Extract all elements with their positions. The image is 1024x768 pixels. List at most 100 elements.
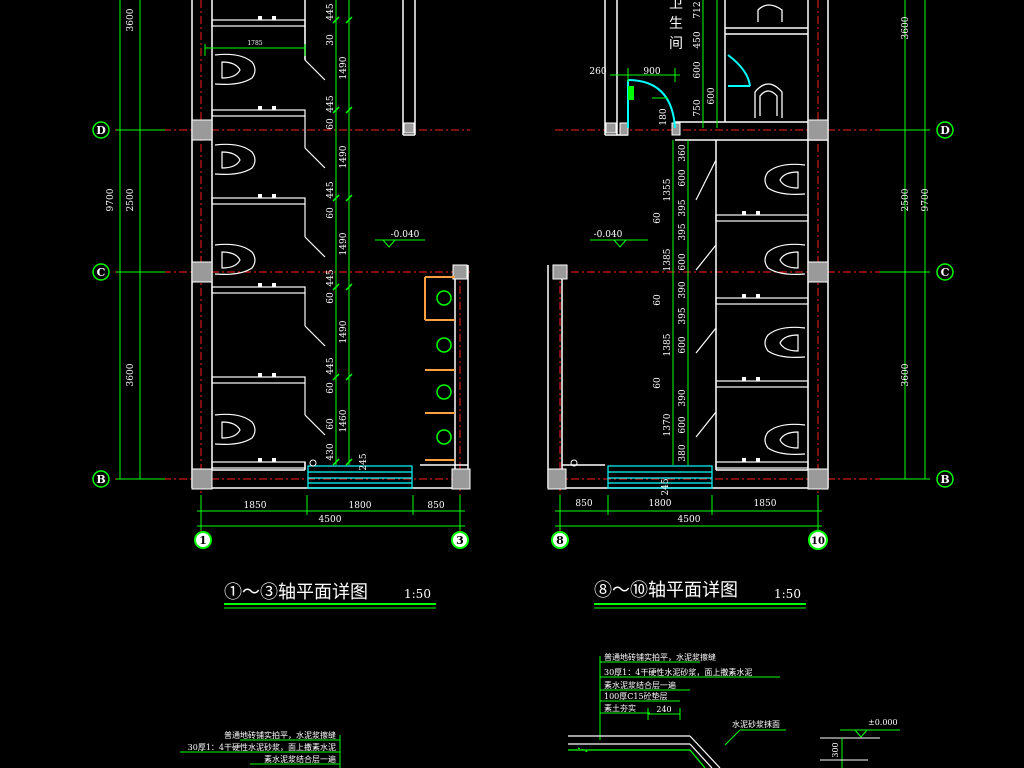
inner-dim-ticks-left	[332, 16, 353, 466]
bottom-dim-total-right: 4500	[678, 515, 701, 525]
note-left-2: 素水泥浆结合层一遍	[264, 754, 336, 764]
svg-text:10: 10	[811, 536, 825, 547]
door-swing	[627, 54, 751, 129]
inner-dim-lines-left	[335, 0, 350, 465]
svg-text:395: 395	[678, 223, 688, 240]
floor-drain-icon-right	[570, 459, 578, 467]
svg-text:D: D	[940, 124, 950, 137]
axis-bubble-C-right: C	[936, 263, 954, 281]
walls-right	[547, 0, 829, 489]
note-right-1: 30厚1：4干硬性水泥砂浆，面上撒素水泥	[604, 667, 752, 677]
plan-right: 3600 2500 3600 9700 D C B	[547, 0, 954, 609]
svg-text:B: B	[96, 473, 105, 486]
right-dimension-chain	[880, 0, 930, 480]
right-dim-3600-bottom: 3600	[901, 363, 911, 386]
plan-right-scale: 1:50	[774, 587, 801, 601]
level-text-left: -0.040	[391, 230, 420, 240]
svg-text:750: 750	[693, 99, 703, 116]
svg-text:712: 712	[693, 1, 703, 18]
plan-left: 3600 2500 3600 9700 D C B	[92, 0, 471, 609]
svg-text:1385: 1385	[663, 248, 673, 271]
svg-text:60: 60	[653, 294, 663, 306]
door-dim-180: 180	[659, 108, 669, 125]
plan-right-title: ⑧～⑩轴平面详图	[594, 580, 738, 601]
svg-text:445: 445	[326, 181, 336, 198]
svg-text:30: 30	[326, 34, 336, 46]
right-dim-total: 9700	[921, 188, 931, 211]
svg-text:445: 445	[326, 357, 336, 374]
bottom-dims-right	[555, 495, 822, 530]
dimension-tick	[345, 458, 353, 466]
svg-text:1: 1	[199, 534, 207, 547]
svg-text:8: 8	[556, 534, 564, 547]
svg-text:60: 60	[326, 207, 336, 219]
svg-text:445: 445	[326, 3, 336, 20]
left-dim-total: 9700	[106, 188, 116, 211]
note-left-0: 普通地砖铺实拍平，水泥浆擦缝	[224, 730, 336, 740]
svg-text:1355: 1355	[663, 178, 673, 201]
level-marker-right	[590, 239, 648, 248]
columns-left	[191, 119, 471, 490]
svg-text:360: 360	[678, 144, 688, 161]
section-label-mortar: 水泥砂浆抹面	[732, 719, 780, 729]
svg-text:1490: 1490	[339, 232, 349, 255]
section-dim-300: 300	[831, 742, 840, 757]
svg-text:445: 445	[326, 269, 336, 286]
door-dim-260: 260	[589, 67, 606, 77]
left-dimension-chain	[116, 0, 165, 480]
upper-dim-labels-right: 712 450 600 600 750	[693, 1, 717, 116]
svg-text:C: C	[941, 266, 950, 279]
plan-left-title: ①～③轴平面详图	[224, 582, 368, 603]
svg-text:1460: 1460	[339, 409, 349, 432]
svg-text:1490: 1490	[339, 56, 349, 79]
svg-text:60: 60	[326, 382, 336, 394]
svg-text:600: 600	[678, 336, 688, 353]
svg-text:600: 600	[678, 169, 688, 186]
dimension-tick	[345, 373, 353, 381]
dimension-tick	[332, 16, 340, 24]
inner-dim-labels-right: 360 1355 600 395 395 1385 600 390 395 13…	[653, 144, 688, 495]
dimension-tick	[332, 194, 340, 202]
dimension-tick	[345, 106, 353, 114]
svg-text:430: 430	[326, 443, 336, 460]
floor-drain-icon	[309, 459, 317, 467]
stall-partitions-right	[695, 159, 809, 469]
walls-left	[191, 0, 470, 489]
bottom-dim-total-left: 4500	[319, 515, 342, 525]
axis-bubble-C-left: C	[92, 263, 110, 281]
svg-text:245: 245	[661, 478, 671, 495]
axis-bubble-3: 3	[451, 531, 469, 549]
axis-bubble-B-right: B	[936, 470, 954, 488]
svg-text:390: 390	[678, 389, 688, 406]
drain-left	[307, 465, 413, 489]
axis-bubble-10: 10	[808, 530, 828, 550]
section-detail: 240 水泥砂浆抹面 ±0.000 300	[568, 705, 900, 768]
note-right-2: 素水泥浆结合层一遍	[604, 680, 676, 690]
dimension-tick	[332, 283, 340, 291]
dimension-tick	[332, 458, 340, 466]
taps-right	[742, 211, 760, 462]
bottom-dims-left	[197, 495, 465, 530]
dimension-tick	[332, 373, 340, 381]
toilets-left	[214, 53, 256, 445]
note-right-4: 素土夯实	[604, 703, 636, 713]
svg-text:600: 600	[678, 416, 688, 433]
door-dims	[610, 68, 680, 99]
svg-text:600: 600	[678, 253, 688, 270]
drain-right	[607, 465, 713, 489]
note-left-1: 30厚1：4干硬性水泥砂浆，面上撒素水泥	[188, 742, 336, 752]
svg-text:60: 60	[326, 292, 336, 304]
top-dim-left	[204, 44, 306, 56]
svg-text:390: 390	[678, 281, 688, 298]
svg-text:60: 60	[653, 377, 663, 389]
svg-text:60: 60	[326, 118, 336, 130]
bottom-dim-1850-left: 1850	[244, 501, 267, 511]
svg-text:D: D	[96, 124, 106, 137]
svg-text:C: C	[97, 266, 106, 279]
columns-right	[547, 119, 829, 490]
svg-text:395: 395	[678, 307, 688, 324]
bottom-dim-1800-right: 1800	[649, 499, 672, 509]
svg-text:1385: 1385	[663, 333, 673, 356]
left-dim-3600-bottom: 3600	[126, 363, 136, 386]
bottom-dim-850-right: 850	[575, 499, 592, 509]
